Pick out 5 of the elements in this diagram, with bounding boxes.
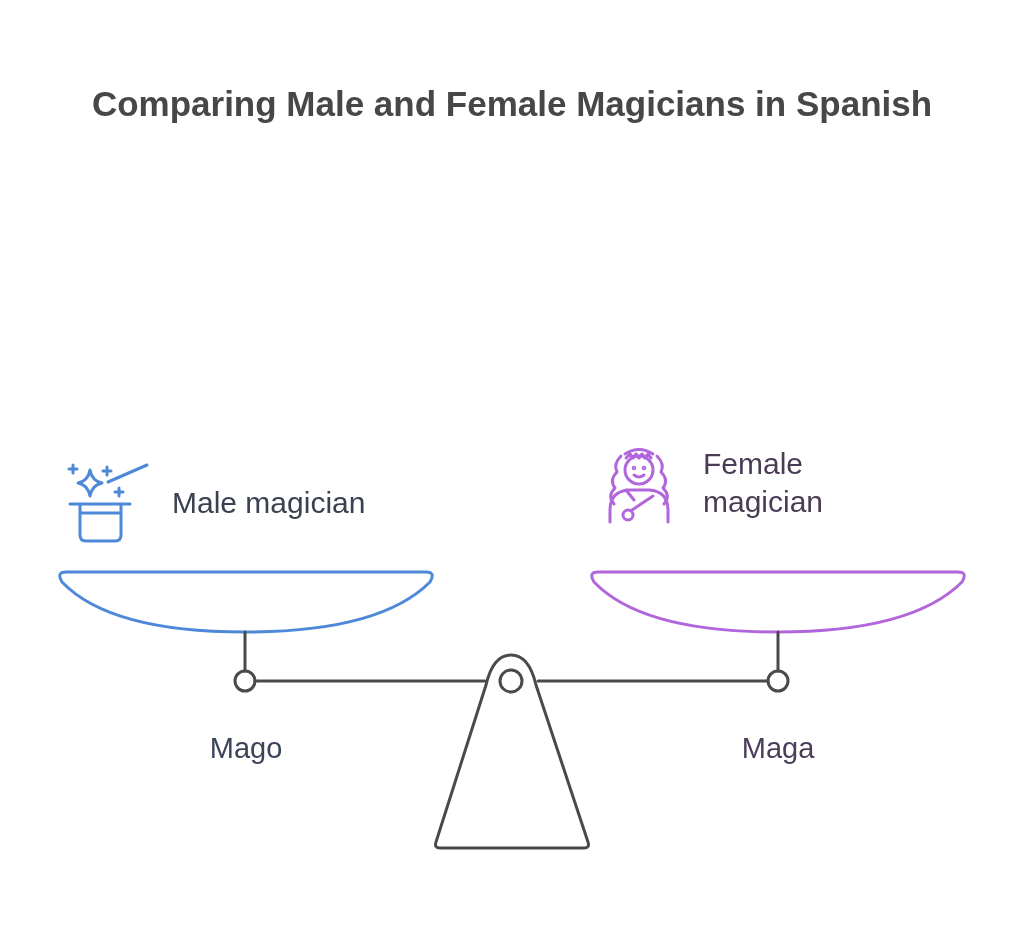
pan-label: Female magician	[703, 446, 825, 520]
spanish-word: Mago	[209, 731, 283, 766]
spanish-word: Maga	[741, 731, 815, 766]
pan-label: Male magician	[172, 485, 366, 521]
title: Comparing Male and Female Magicians in Spanish	[90, 83, 934, 125]
